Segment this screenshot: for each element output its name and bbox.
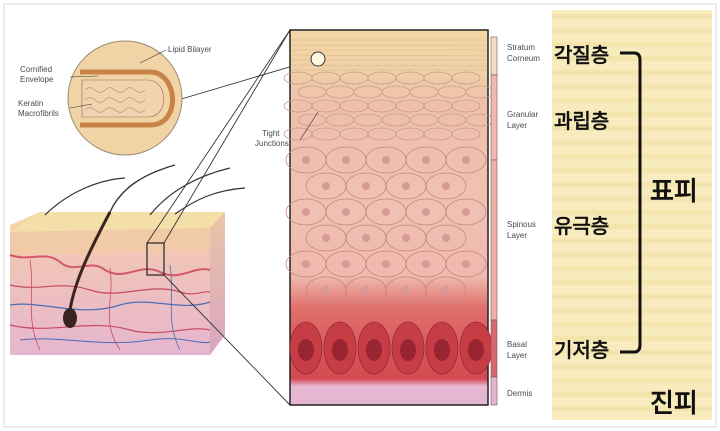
group-epidermis: 표피 [650,177,698,207]
layer-label-3a: Spinous [507,220,536,229]
label-keratin-1: Keratin [18,99,43,108]
group-dermis: 진피 [650,389,698,419]
cornified-envelope-inset [67,40,183,156]
layer-label-5a: Dermis [507,389,532,398]
layer-label-4b: Layer [507,351,527,360]
layer-ko-1: 각질층 [554,43,609,67]
layer-label-3b: Layer [507,231,527,240]
layer-label-1b: Corneum [507,54,540,63]
layer-ko-3: 유극층 [554,214,609,238]
label-lipid-bilayer: Lipid Bilayer [168,45,212,54]
label-tight-1: Tight [262,129,280,138]
layer-ko-4: 기저층 [554,338,609,362]
skin-block [9,164,246,355]
magnify-box [146,242,165,276]
label-cornified-1: Cornified [20,65,52,74]
label-tight-2: Junctions [255,139,289,148]
layer-label-2b: Layer [507,121,527,130]
layer-label-2a: Granular [507,110,538,119]
label-keratin-2: Macrofibrils [18,109,59,118]
epidermis-bracket [620,51,642,354]
epidermis-cross-section [283,29,495,406]
label-cornified-2: Envelope [20,75,54,84]
outer-frame [3,3,717,428]
layer-ko-2: 과립층 [554,109,609,133]
layer-label-1a: Stratum [507,43,535,52]
layer-label-4a: Basal [507,340,527,349]
layer-scale-bar [490,36,498,406]
